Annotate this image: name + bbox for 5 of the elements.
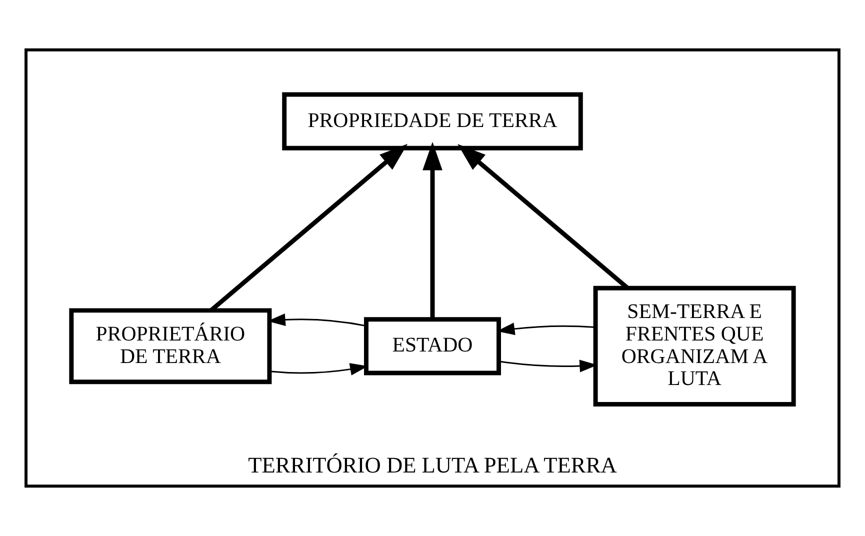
node-box: PROPRIETÁRIO DE TERRA [69, 308, 272, 384]
arrow [422, 142, 442, 320]
node-box: PROPRIEDADE DE TERRA [282, 92, 583, 150]
node-box: SEM-TERRA E FRENTES QUE ORGANIZAM A LUTA [593, 286, 796, 406]
node-box: ESTADO [364, 317, 501, 376]
